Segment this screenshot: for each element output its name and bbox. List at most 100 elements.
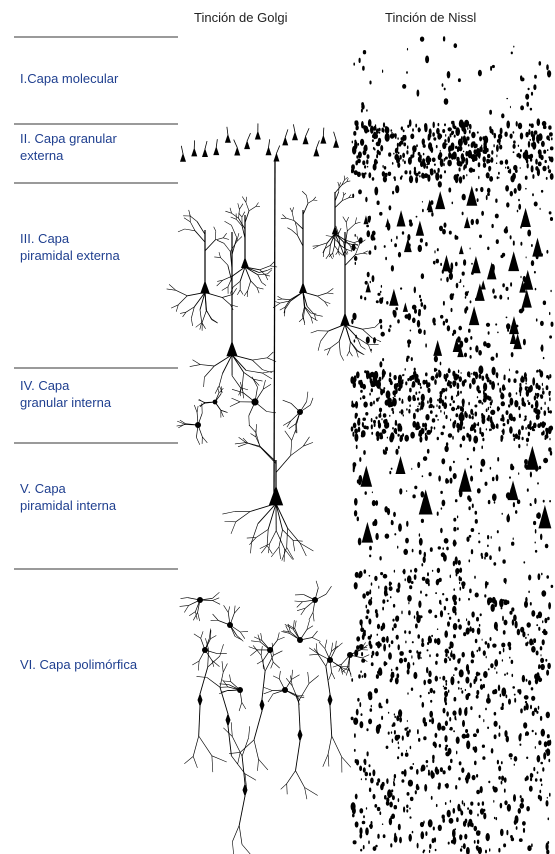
nissl-cell-body bbox=[486, 408, 488, 412]
nissl-cell-body bbox=[506, 121, 510, 129]
nissl-cell-body bbox=[506, 600, 509, 604]
nissl-cell-body bbox=[445, 478, 448, 484]
nissl-cell-body bbox=[373, 337, 376, 343]
nissl-cell-body bbox=[452, 333, 454, 336]
nissl-cell-body bbox=[489, 176, 493, 182]
nissl-cell-body bbox=[419, 533, 420, 537]
nissl-cell-body bbox=[453, 518, 456, 522]
nissl-cell-body bbox=[393, 783, 395, 787]
nissl-cell-body bbox=[467, 458, 469, 461]
nissl-cell-body bbox=[503, 423, 506, 426]
nissl-cell-body bbox=[406, 805, 408, 809]
nissl-cell-body bbox=[374, 245, 376, 250]
nissl-cell-body bbox=[426, 667, 428, 673]
nissl-cell-body bbox=[393, 375, 396, 380]
nissl-cell-body bbox=[394, 133, 397, 137]
small-pyramidal-soma bbox=[225, 134, 231, 143]
nissl-cell-body bbox=[528, 575, 531, 581]
nissl-cell-body bbox=[362, 418, 366, 421]
nissl-cell-body bbox=[410, 570, 412, 573]
nissl-cell-body bbox=[475, 519, 478, 524]
nissl-cell-body bbox=[465, 729, 468, 733]
nissl-cell-body bbox=[474, 429, 476, 433]
nissl-cell-body bbox=[536, 615, 539, 619]
nissl-cell-body bbox=[363, 50, 366, 54]
nissl-cell-body bbox=[377, 834, 379, 839]
nissl-cell-body bbox=[453, 674, 455, 676]
nissl-cell-body bbox=[362, 395, 365, 399]
nissl-cell-body bbox=[540, 664, 545, 670]
nissl-cell-body bbox=[525, 377, 527, 383]
nissl-cell-body bbox=[476, 424, 477, 426]
nissl-cell-body bbox=[542, 166, 546, 172]
nissl-cell-body bbox=[489, 126, 491, 130]
nissl-cell-body bbox=[360, 721, 364, 728]
nissl-cell-body bbox=[549, 335, 552, 338]
nissl-cell-body bbox=[541, 654, 542, 656]
nissl-cell-body bbox=[418, 601, 421, 608]
nissl-cell-body bbox=[449, 231, 452, 235]
nissl-cell-body bbox=[513, 241, 515, 246]
nissl-cell-body bbox=[504, 674, 506, 676]
nissl-cell-body bbox=[392, 619, 394, 622]
nissl-cell-body bbox=[357, 517, 359, 522]
nissl-cell-body bbox=[358, 538, 362, 546]
nissl-cell-body bbox=[384, 166, 387, 170]
nissl-cell-body bbox=[462, 380, 465, 386]
nissl-cell-body bbox=[422, 702, 425, 708]
nissl-cell-body bbox=[434, 356, 438, 363]
nissl-cell-body bbox=[490, 663, 493, 668]
nissl-cell-body bbox=[425, 414, 429, 420]
nissl-cell-body bbox=[478, 374, 481, 379]
nissl-cell-body bbox=[372, 177, 375, 181]
nissl-cell-body bbox=[417, 462, 420, 468]
nissl-cell-body bbox=[423, 456, 427, 461]
nissl-cell-body bbox=[382, 784, 384, 787]
nissl-cell-body bbox=[477, 802, 479, 806]
nissl-pyramidal-soma bbox=[469, 306, 479, 325]
nissl-cell-body bbox=[548, 377, 550, 380]
nissl-cell-body bbox=[452, 829, 456, 838]
nissl-cell-body bbox=[448, 188, 451, 193]
nissl-cell-body bbox=[434, 164, 436, 166]
nissl-cell-body bbox=[396, 236, 398, 240]
nissl-cell-body bbox=[482, 801, 484, 806]
nissl-cell-body bbox=[462, 720, 465, 727]
nissl-cell-body bbox=[490, 637, 492, 641]
nissl-cell-body bbox=[498, 848, 500, 853]
nissl-cell-body bbox=[435, 849, 437, 852]
nissl-cell-body bbox=[520, 803, 525, 809]
nissl-cell-body bbox=[407, 692, 408, 695]
nissl-cell-body bbox=[518, 199, 520, 202]
nissl-cell-body bbox=[479, 235, 482, 239]
stellate-neuron bbox=[281, 620, 320, 643]
nissl-cell-body bbox=[373, 846, 377, 851]
nissl-cell-body bbox=[509, 657, 510, 659]
nissl-cell-body bbox=[352, 432, 354, 437]
nissl-cell-body bbox=[541, 590, 546, 596]
nissl-cell-body bbox=[367, 272, 370, 278]
nissl-cell-body bbox=[549, 132, 553, 136]
nissl-cell-body bbox=[355, 335, 357, 339]
nissl-cell-body bbox=[500, 706, 503, 710]
pyramidal-neuron bbox=[273, 191, 333, 325]
nissl-cell-body bbox=[497, 383, 499, 386]
nissl-cell-body bbox=[406, 521, 408, 527]
nissl-cell-body bbox=[409, 808, 411, 810]
nissl-cell-body bbox=[496, 817, 498, 820]
nissl-cell-body bbox=[397, 434, 399, 437]
nissl-cell-body bbox=[508, 378, 511, 383]
nissl-cell-body bbox=[442, 818, 445, 823]
nissl-cell-body bbox=[530, 705, 532, 710]
nissl-cell-body bbox=[493, 800, 494, 803]
nissl-cell-body bbox=[365, 197, 367, 202]
nissl-cell-body bbox=[519, 386, 522, 391]
nissl-cell-body bbox=[472, 378, 476, 385]
nissl-cell-body bbox=[538, 706, 540, 710]
nissl-cell-body bbox=[362, 821, 366, 825]
nissl-cell-body bbox=[403, 374, 404, 376]
nissl-cell-body bbox=[425, 372, 428, 376]
nissl-cell-body bbox=[507, 804, 511, 812]
nissl-cell-body bbox=[504, 375, 506, 379]
nissl-pyramidal-soma bbox=[508, 251, 519, 271]
